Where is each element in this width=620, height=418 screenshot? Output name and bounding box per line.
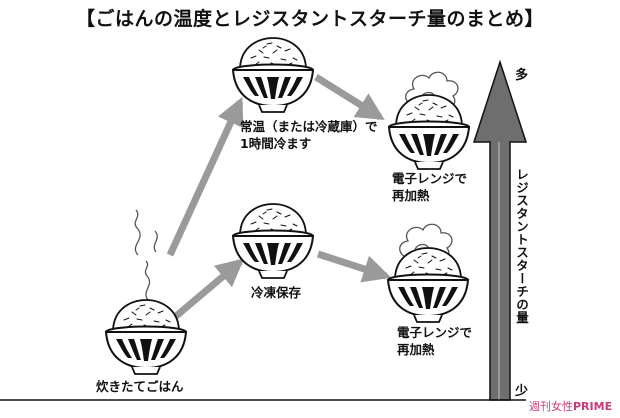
bowl-room-temp bbox=[232, 37, 314, 113]
label-room-temp: 常温（または冷蔵庫）で 1時間冷ます bbox=[240, 118, 378, 152]
bowl-reheated-lower bbox=[387, 247, 469, 323]
axis-bottom-label: 少 bbox=[515, 384, 529, 399]
watermark-suffix: PRIME bbox=[573, 400, 613, 413]
axis-label: レジスタントスターチの量 bbox=[514, 168, 529, 324]
label-reheat-upper-line1: 電子レンジで bbox=[392, 171, 468, 186]
axis-top-label: 多 bbox=[515, 68, 529, 83]
label-reheat-lower-line2: 再加熱 bbox=[397, 342, 435, 357]
label-reheat-lower: 電子レンジで 再加熱 bbox=[397, 324, 472, 358]
bowl-freshly-cooked bbox=[105, 299, 187, 375]
label-room-temp-line1: 常温（または冷蔵庫）で bbox=[240, 119, 378, 134]
label-reheat-lower-line1: 電子レンジで bbox=[397, 325, 473, 340]
diagram-title: 【ごはんの温度とレジスタントスターチ量のまとめ】 bbox=[75, 8, 544, 30]
bowl-reheated-upper bbox=[388, 94, 470, 170]
label-room-temp-line2: 1時間冷ます bbox=[240, 136, 312, 151]
watermark-prefix: 週刊女性 bbox=[529, 400, 573, 413]
label-freshly-cooked: 炊きたてごはん bbox=[96, 379, 184, 394]
label-reheat-upper-line2: 再加熱 bbox=[392, 188, 430, 203]
label-reheat-upper: 電子レンジで 再加熱 bbox=[392, 170, 467, 204]
bowl-frozen bbox=[232, 203, 314, 279]
label-frozen: 冷凍保存 bbox=[251, 285, 302, 300]
publisher-watermark: 週刊女性PRIME bbox=[526, 397, 616, 416]
flow-arrows bbox=[166, 74, 392, 320]
